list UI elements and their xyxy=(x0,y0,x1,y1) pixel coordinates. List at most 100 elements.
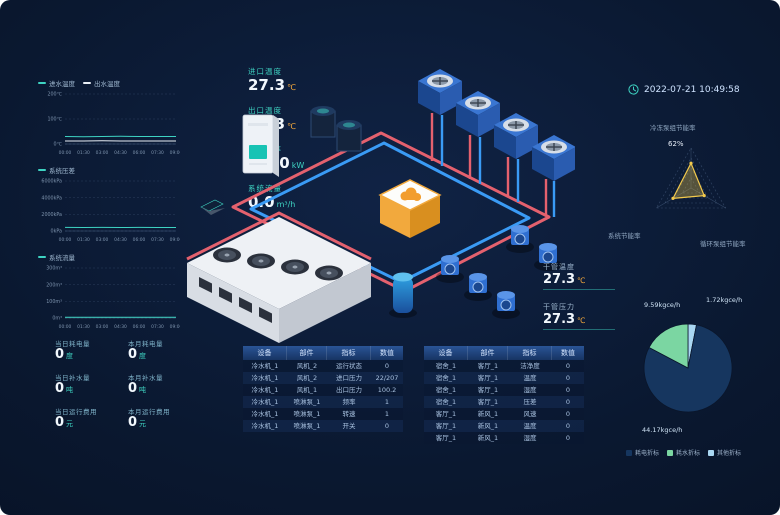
cooling-tower-icon xyxy=(532,135,575,181)
table-cell: 客厅_1 xyxy=(435,434,457,442)
cooling-tower-icon xyxy=(456,91,500,137)
table-cell: 冷水机_1 xyxy=(251,422,279,430)
table-cell: 0 xyxy=(565,374,571,382)
table-header-row: 设备部件指标数值 xyxy=(243,346,403,360)
svg-text:07:30: 07:30 xyxy=(151,150,164,156)
legend-item: 进水温度 xyxy=(38,78,75,88)
cloud-icon xyxy=(400,187,421,201)
pie-label-green: 9.59kgce/h xyxy=(644,301,681,309)
stat-label: 当日补水量 xyxy=(55,374,90,382)
table-cell: 转速 xyxy=(342,410,356,418)
table-cell: 0 xyxy=(384,422,390,430)
radar-axis-top-label: 冷冻泵组节能率 xyxy=(650,124,696,132)
table-cell: 冷水机_1 xyxy=(251,398,279,406)
cooling-tower-row xyxy=(418,69,575,181)
table-cell: 风速 xyxy=(523,410,537,418)
metric-label: 系统流量 xyxy=(248,184,282,193)
chiller-vents xyxy=(199,277,272,323)
cloud-platform-icon xyxy=(378,179,442,238)
table-header-cell: 数值 xyxy=(561,349,575,357)
table-cell: 客厅_1 xyxy=(435,410,457,418)
svg-text:100℃: 100℃ xyxy=(47,117,62,123)
pump-row xyxy=(436,225,562,319)
table-cell: 压差 xyxy=(523,398,537,406)
svg-text:01:30: 01:30 xyxy=(77,150,90,156)
table-header-cell: 指标 xyxy=(508,346,552,360)
svg-text:06:00: 06:00 xyxy=(133,150,146,156)
legend-swatch xyxy=(38,168,46,171)
svg-text:2000kPa: 2000kPa xyxy=(41,212,62,218)
table-header-cell: 部件 xyxy=(468,346,508,360)
svg-text:0℃: 0℃ xyxy=(54,142,63,148)
table-cell: 温度 xyxy=(523,422,537,430)
svg-text:200℃: 200℃ xyxy=(47,92,62,98)
cooling-tower-icon xyxy=(418,69,462,115)
pipe-metric-label: 干管温度 xyxy=(543,263,575,271)
table-cell: 宿舍_1 xyxy=(435,398,457,406)
chart-legend: 系统流量 xyxy=(38,252,180,262)
radar-axis-right-label: 循环泵组节能率 xyxy=(700,240,746,248)
pie-legend-item: 耗水折标 xyxy=(667,448,700,457)
table-cell: 喷淋泵_1 xyxy=(293,410,321,418)
table-cell: 客厅_1 xyxy=(435,422,457,430)
table-cell: 0 xyxy=(384,362,390,370)
table-cell: 冷水机_1 xyxy=(251,362,279,370)
svg-text:07:30: 07:30 xyxy=(151,324,164,330)
datetime-display: 2022-07-21 10:49:58 xyxy=(628,84,740,95)
stat-label: 当日耗电量 xyxy=(55,340,90,348)
metric-value: 27.3℃ xyxy=(248,76,296,94)
table-cell: 新风_1 xyxy=(477,422,499,430)
svg-text:03:00: 03:00 xyxy=(96,324,109,330)
table-cell: 客厅_1 xyxy=(477,398,499,406)
legend-item: 系统压差 xyxy=(38,165,75,175)
buffer-tank-icons xyxy=(310,106,362,152)
stat-label: 本月补水量 xyxy=(128,374,163,382)
svg-text:0m³: 0m³ xyxy=(52,316,62,322)
table-cell: 湿度 xyxy=(523,434,537,442)
cooling-tower-icon xyxy=(494,113,538,159)
table-cell: 洁净度 xyxy=(520,362,540,370)
legend-swatch xyxy=(83,81,91,84)
svg-text:06:00: 06:00 xyxy=(133,237,146,243)
table-cell: 风机_2 xyxy=(296,374,318,382)
svg-text:07:30: 07:30 xyxy=(151,237,164,243)
svg-text:03:00: 03:00 xyxy=(96,237,109,243)
svg-text:00:00: 00:00 xyxy=(59,324,72,330)
table-cell: 运行状态 xyxy=(336,362,362,370)
table-cell: 1 xyxy=(384,398,390,406)
svg-text:200m³: 200m³ xyxy=(46,282,62,288)
table-header-cell: 设备 xyxy=(424,346,468,360)
pipe-metric-value: 27.3℃ xyxy=(543,312,586,327)
table-cell: 客厅_1 xyxy=(477,374,499,382)
table-cell: 进口压力 xyxy=(336,374,362,382)
table-cell: 新风_1 xyxy=(477,410,499,418)
legend-swatch xyxy=(38,255,46,258)
radar-axis-left-label: 系统节能率 xyxy=(608,232,641,240)
stat-label: 本月运行费用 xyxy=(128,408,170,416)
clock-icon xyxy=(628,84,639,95)
svg-text:6000kPa: 6000kPa xyxy=(41,179,62,185)
table-cell: 冷水机_1 xyxy=(251,386,279,394)
pie-label-light: 1.72kgce/h xyxy=(706,296,743,304)
table-header-cell: 设备 xyxy=(243,346,287,360)
table-cell: 0 xyxy=(565,434,571,442)
table-cell: 1 xyxy=(384,410,390,418)
pump-icon xyxy=(436,255,464,283)
energy-saving-radar-chart xyxy=(655,147,727,209)
table-cell: 22/207 xyxy=(375,374,399,382)
table-cell: 喷淋泵_1 xyxy=(293,422,321,430)
